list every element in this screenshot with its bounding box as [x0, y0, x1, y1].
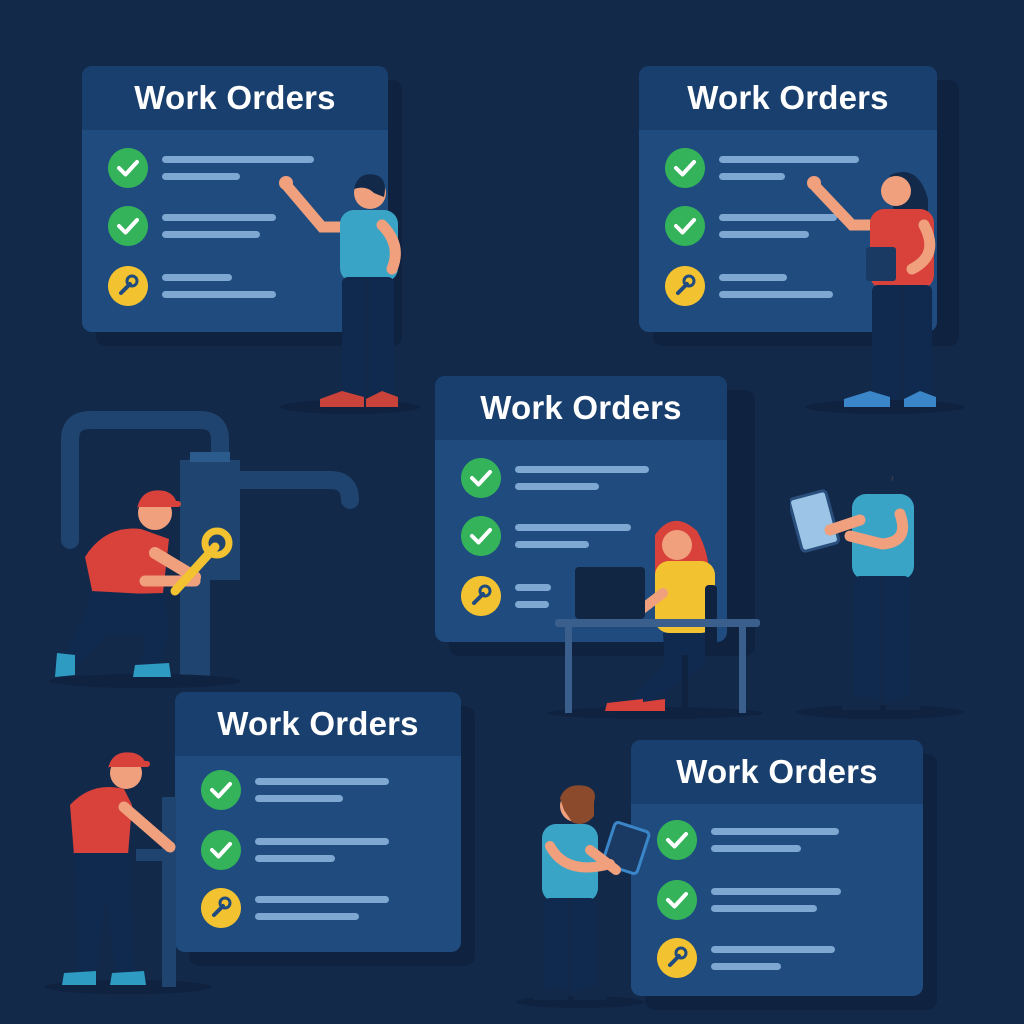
- placeholder-line: [719, 173, 785, 180]
- placeholder-line: [162, 291, 276, 298]
- placeholder-line: [515, 524, 631, 531]
- list-item: [657, 938, 917, 980]
- check-icon: [665, 206, 705, 246]
- list-item: [108, 148, 368, 190]
- placeholder-line: [711, 946, 835, 953]
- placeholder-line: [255, 896, 389, 903]
- list-item: [461, 576, 721, 618]
- board-panel: Work Orders: [175, 692, 461, 952]
- list-item: [665, 266, 925, 308]
- board-header: Work Orders: [435, 376, 727, 440]
- placeholder-line: [162, 231, 260, 238]
- person-at-laptop: [547, 520, 763, 719]
- placeholder-line: [255, 795, 343, 802]
- person-pointing-blue-shirt: [279, 174, 420, 414]
- list-item: [108, 206, 368, 248]
- pipe-illustration: [61, 411, 359, 680]
- placeholder-line: [711, 828, 839, 835]
- placeholder-line: [162, 156, 314, 163]
- placeholder-line: [162, 214, 276, 221]
- placeholder-line: [255, 855, 335, 862]
- placeholder-line: [162, 274, 232, 281]
- placeholder-line: [515, 466, 649, 473]
- person-pointing-red-shirt: [805, 172, 965, 414]
- person-with-tablet-2: [516, 785, 651, 1008]
- wrench-icon: [665, 266, 705, 306]
- check-icon: [201, 770, 241, 810]
- board-header: Work Orders: [175, 692, 461, 756]
- check-icon: [461, 516, 501, 556]
- list-item: [201, 830, 461, 872]
- placeholder-line: [255, 913, 359, 920]
- check-icon: [201, 830, 241, 870]
- plumber-at-pipe: [44, 752, 212, 994]
- board-title: Work Orders: [687, 79, 889, 116]
- placeholder-line: [515, 584, 551, 591]
- placeholder-line: [711, 845, 801, 852]
- placeholder-line: [719, 231, 809, 238]
- board-header: Work Orders: [82, 66, 388, 130]
- check-icon: [657, 880, 697, 920]
- plumber-with-wrench: [49, 490, 241, 688]
- placeholder-line: [162, 173, 240, 180]
- placeholder-line: [711, 905, 817, 912]
- board-panel: Work Orders: [82, 66, 388, 332]
- placeholder-line: [719, 291, 833, 298]
- check-icon: [461, 458, 501, 498]
- placeholder-line: [515, 541, 589, 548]
- placeholder-line: [711, 963, 781, 970]
- placeholder-line: [255, 838, 389, 845]
- list-item: [201, 888, 461, 930]
- check-icon: [657, 820, 697, 860]
- check-icon: [665, 148, 705, 188]
- board-header: Work Orders: [639, 66, 937, 130]
- work-order-board: Work Orders: [631, 740, 937, 1010]
- list-item: [201, 770, 461, 812]
- list-item: [657, 820, 917, 862]
- list-item: [108, 266, 368, 308]
- list-item: [461, 516, 721, 558]
- board-header: Work Orders: [631, 740, 923, 804]
- board-title: Work Orders: [217, 705, 419, 742]
- list-item: [461, 458, 721, 500]
- check-icon: [108, 206, 148, 246]
- work-order-board: Work Orders: [175, 692, 475, 966]
- wrench-icon: [201, 888, 241, 928]
- board-title: Work Orders: [676, 753, 878, 790]
- list-item: [665, 148, 925, 190]
- board-panel: Work Orders: [631, 740, 923, 996]
- placeholder-line: [719, 274, 787, 281]
- placeholder-line: [711, 888, 841, 895]
- check-icon: [108, 148, 148, 188]
- placeholder-line: [515, 601, 549, 608]
- board-title: Work Orders: [480, 389, 682, 426]
- board-title: Work Orders: [134, 79, 336, 116]
- wrench-icon: [657, 938, 697, 978]
- person-with-tablet: [790, 453, 964, 719]
- placeholder-line: [255, 778, 389, 785]
- placeholder-line: [719, 156, 859, 163]
- placeholder-line: [515, 483, 599, 490]
- placeholder-line: [719, 214, 837, 221]
- wrench-icon: [461, 576, 501, 616]
- list-item: [657, 880, 917, 922]
- wrench-icon: [108, 266, 148, 306]
- list-item: [665, 206, 925, 248]
